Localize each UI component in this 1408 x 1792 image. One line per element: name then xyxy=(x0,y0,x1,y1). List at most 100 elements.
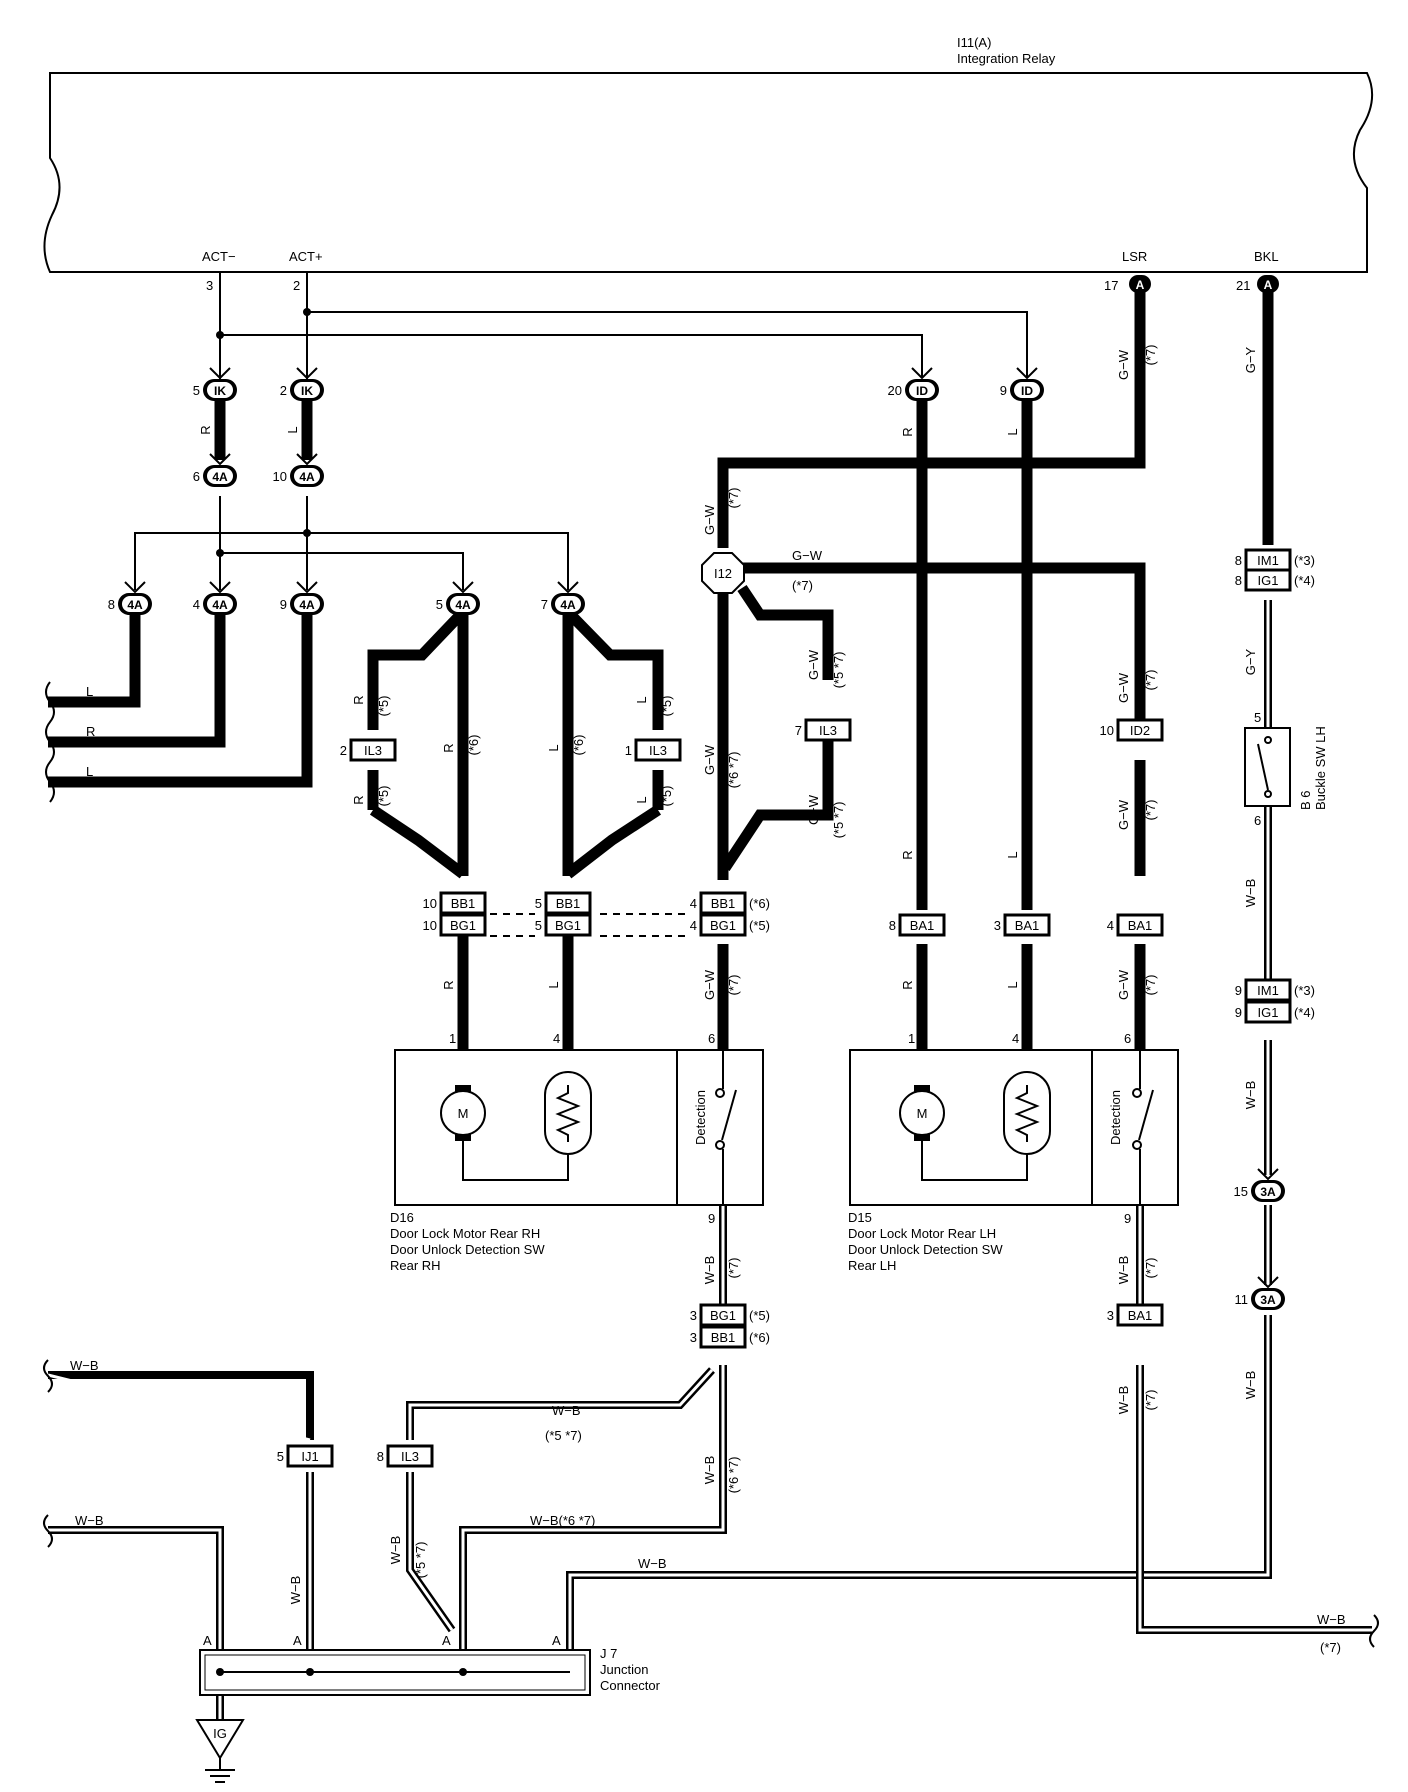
connector-note: (*4) xyxy=(1294,1005,1315,1020)
pin-act-minus: 3 xyxy=(206,278,213,293)
dashed-links xyxy=(490,913,690,937)
svg-text:A: A xyxy=(1264,278,1273,292)
wire-label: (*7) xyxy=(1143,345,1158,366)
svg-text:G−W: G−W xyxy=(792,548,823,563)
wire-label: G−W xyxy=(1116,349,1131,380)
wire-label: R xyxy=(351,795,366,804)
connector-4a-7: 4A7 xyxy=(541,581,585,615)
connector-code: BG1 xyxy=(450,918,476,933)
wire-label: (*6) xyxy=(571,735,586,756)
connector-code: 4A xyxy=(560,598,576,612)
connector-pin: 15 xyxy=(1234,1184,1248,1199)
svg-text:L: L xyxy=(86,764,93,779)
wire-label: W−B xyxy=(388,1536,403,1565)
act-plus-label: ACT+ xyxy=(289,249,323,264)
wire-label: (*5 *7) xyxy=(831,802,846,839)
connector-ik-5: IK5 xyxy=(193,367,237,401)
wire-label: G−W xyxy=(1116,969,1131,1000)
svg-text:Door Lock Motor Rear RH: Door Lock Motor Rear RH xyxy=(390,1226,540,1241)
wire-label: (*7) xyxy=(1143,1258,1158,1279)
connector-pin: 5 xyxy=(193,383,200,398)
connector-pin: 8 xyxy=(1235,553,1242,568)
svg-text:W−B: W−B xyxy=(552,1403,581,1418)
wire-label: R xyxy=(900,850,915,859)
act-minus-label: ACT− xyxy=(202,249,236,264)
wire-label: W−B xyxy=(288,1576,303,1605)
wire-label: R xyxy=(351,695,366,704)
wire-label: G−W xyxy=(702,744,717,775)
connector-pin: 8 xyxy=(377,1449,384,1464)
svg-text:Door Lock Motor Rear LH: Door Lock Motor Rear LH xyxy=(848,1226,996,1241)
connector-4a-4: 4A 4 xyxy=(193,581,237,615)
wire-label: R xyxy=(441,743,456,752)
svg-text:Rear RH: Rear RH xyxy=(390,1258,441,1273)
wire-label: (*6 *7) xyxy=(726,752,741,789)
wire-label: G−W xyxy=(806,649,821,680)
wire-label: L xyxy=(634,696,649,703)
svg-text:Rear LH: Rear LH xyxy=(848,1258,896,1273)
connector-code: 3A xyxy=(1260,1185,1276,1199)
connector-pin: 4 xyxy=(193,597,200,612)
svg-text:9: 9 xyxy=(708,1211,715,1226)
connector-code: IL3 xyxy=(401,1449,419,1464)
wire-label: W−B xyxy=(702,1256,717,1285)
svg-text:9: 9 xyxy=(1124,1211,1131,1226)
connector-code: BB1 xyxy=(711,896,736,911)
svg-text:J 7: J 7 xyxy=(600,1646,617,1661)
wire-label: G−Y xyxy=(1243,648,1258,675)
connector-code: ID xyxy=(1021,384,1033,398)
ground-ig: IG xyxy=(195,1719,245,1783)
connector-code: BA1 xyxy=(910,918,935,933)
connector-code: 4A xyxy=(212,598,228,612)
wire-label: G−W xyxy=(702,969,717,1000)
connector-note: (*6) xyxy=(749,1330,770,1345)
connector-4a-9: 4A9 xyxy=(280,581,324,615)
connector-pin: 7 xyxy=(795,723,802,738)
connector-pin: 1 xyxy=(625,743,632,758)
junction-connector-j7: A A A A J 7 Junction Connector xyxy=(199,1633,661,1696)
svg-text:1: 1 xyxy=(449,1031,456,1046)
detection-label-lh: Detection xyxy=(1108,1090,1123,1145)
svg-text:4: 4 xyxy=(553,1031,560,1046)
svg-text:A: A xyxy=(1136,278,1145,292)
thin-wires xyxy=(134,272,1028,590)
connector-pin: 3 xyxy=(690,1330,697,1345)
wire-label: (*5 *7) xyxy=(831,652,846,689)
break-marks xyxy=(43,681,1379,1648)
wire-label: (*5) xyxy=(659,696,674,717)
connector-4a-5: 4A5 xyxy=(436,581,480,615)
connector-ik-2: IK2 xyxy=(280,367,324,401)
svg-text:Connector: Connector xyxy=(600,1678,661,1693)
connector-note: (*5) xyxy=(749,918,770,933)
svg-text:W−B: W−B xyxy=(1317,1612,1346,1627)
connector-note: (*4) xyxy=(1294,573,1315,588)
door-lock-motor-lh: M Detection 1 4 6 9 D15 Door Lock Motor … xyxy=(848,1031,1179,1273)
connector-pin: 4 xyxy=(1107,918,1114,933)
pin-bkl: 21 xyxy=(1236,278,1250,293)
wire-label: L xyxy=(546,744,561,751)
connector-code: 4A xyxy=(299,470,315,484)
wire-label: L xyxy=(634,796,649,803)
connector-pin: 4 xyxy=(690,896,697,911)
svg-text:6: 6 xyxy=(1254,813,1261,828)
wire-label: W−B xyxy=(1243,879,1258,908)
connector-ba1-8: BA1 8 xyxy=(889,913,946,937)
relay-name: Integration Relay xyxy=(957,51,1056,66)
svg-text:5: 5 xyxy=(1254,710,1261,725)
connector-pin: 8 xyxy=(889,918,896,933)
svg-text:(*7): (*7) xyxy=(1320,1640,1341,1655)
connector-code: 4A xyxy=(212,470,228,484)
connector-pin: 2 xyxy=(340,743,347,758)
connector-code: IM1 xyxy=(1257,983,1279,998)
wire-label: (*7) xyxy=(1143,800,1158,821)
